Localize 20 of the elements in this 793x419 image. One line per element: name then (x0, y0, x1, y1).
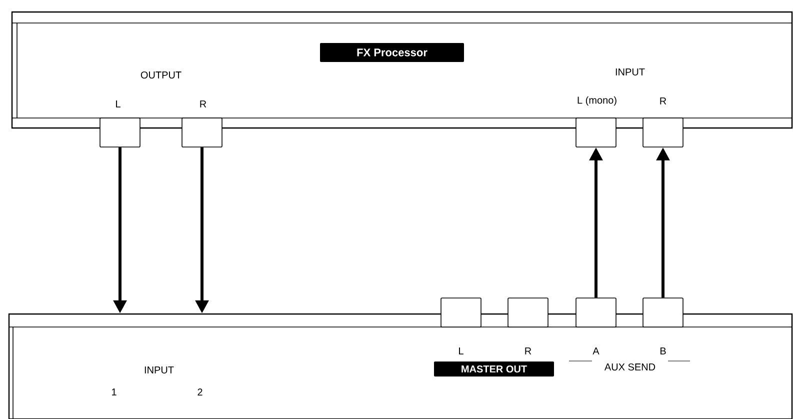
device-panel (8, 313, 793, 419)
jack-socket (508, 298, 548, 328)
jack-socket (440, 298, 482, 328)
device-panel (11, 11, 793, 129)
jack-socket (642, 118, 684, 148)
jack-socket (576, 118, 616, 148)
section-badge: MASTER OUT (434, 362, 554, 376)
jack-socket (576, 298, 616, 328)
jack-socket (642, 298, 684, 328)
jack-socket (182, 118, 222, 148)
title-badge: FX Processor (320, 43, 464, 62)
jack-label: B (658, 346, 668, 356)
jack-label: L (457, 346, 465, 356)
jack-label: 1 (110, 388, 118, 396)
jack-label: L (114, 100, 122, 108)
jack-label: A (592, 346, 600, 356)
jack-label: 2 (196, 388, 204, 396)
jack-socket (100, 118, 140, 148)
jack-label: INPUT (143, 366, 175, 374)
jack-label: INPUT (614, 68, 646, 76)
